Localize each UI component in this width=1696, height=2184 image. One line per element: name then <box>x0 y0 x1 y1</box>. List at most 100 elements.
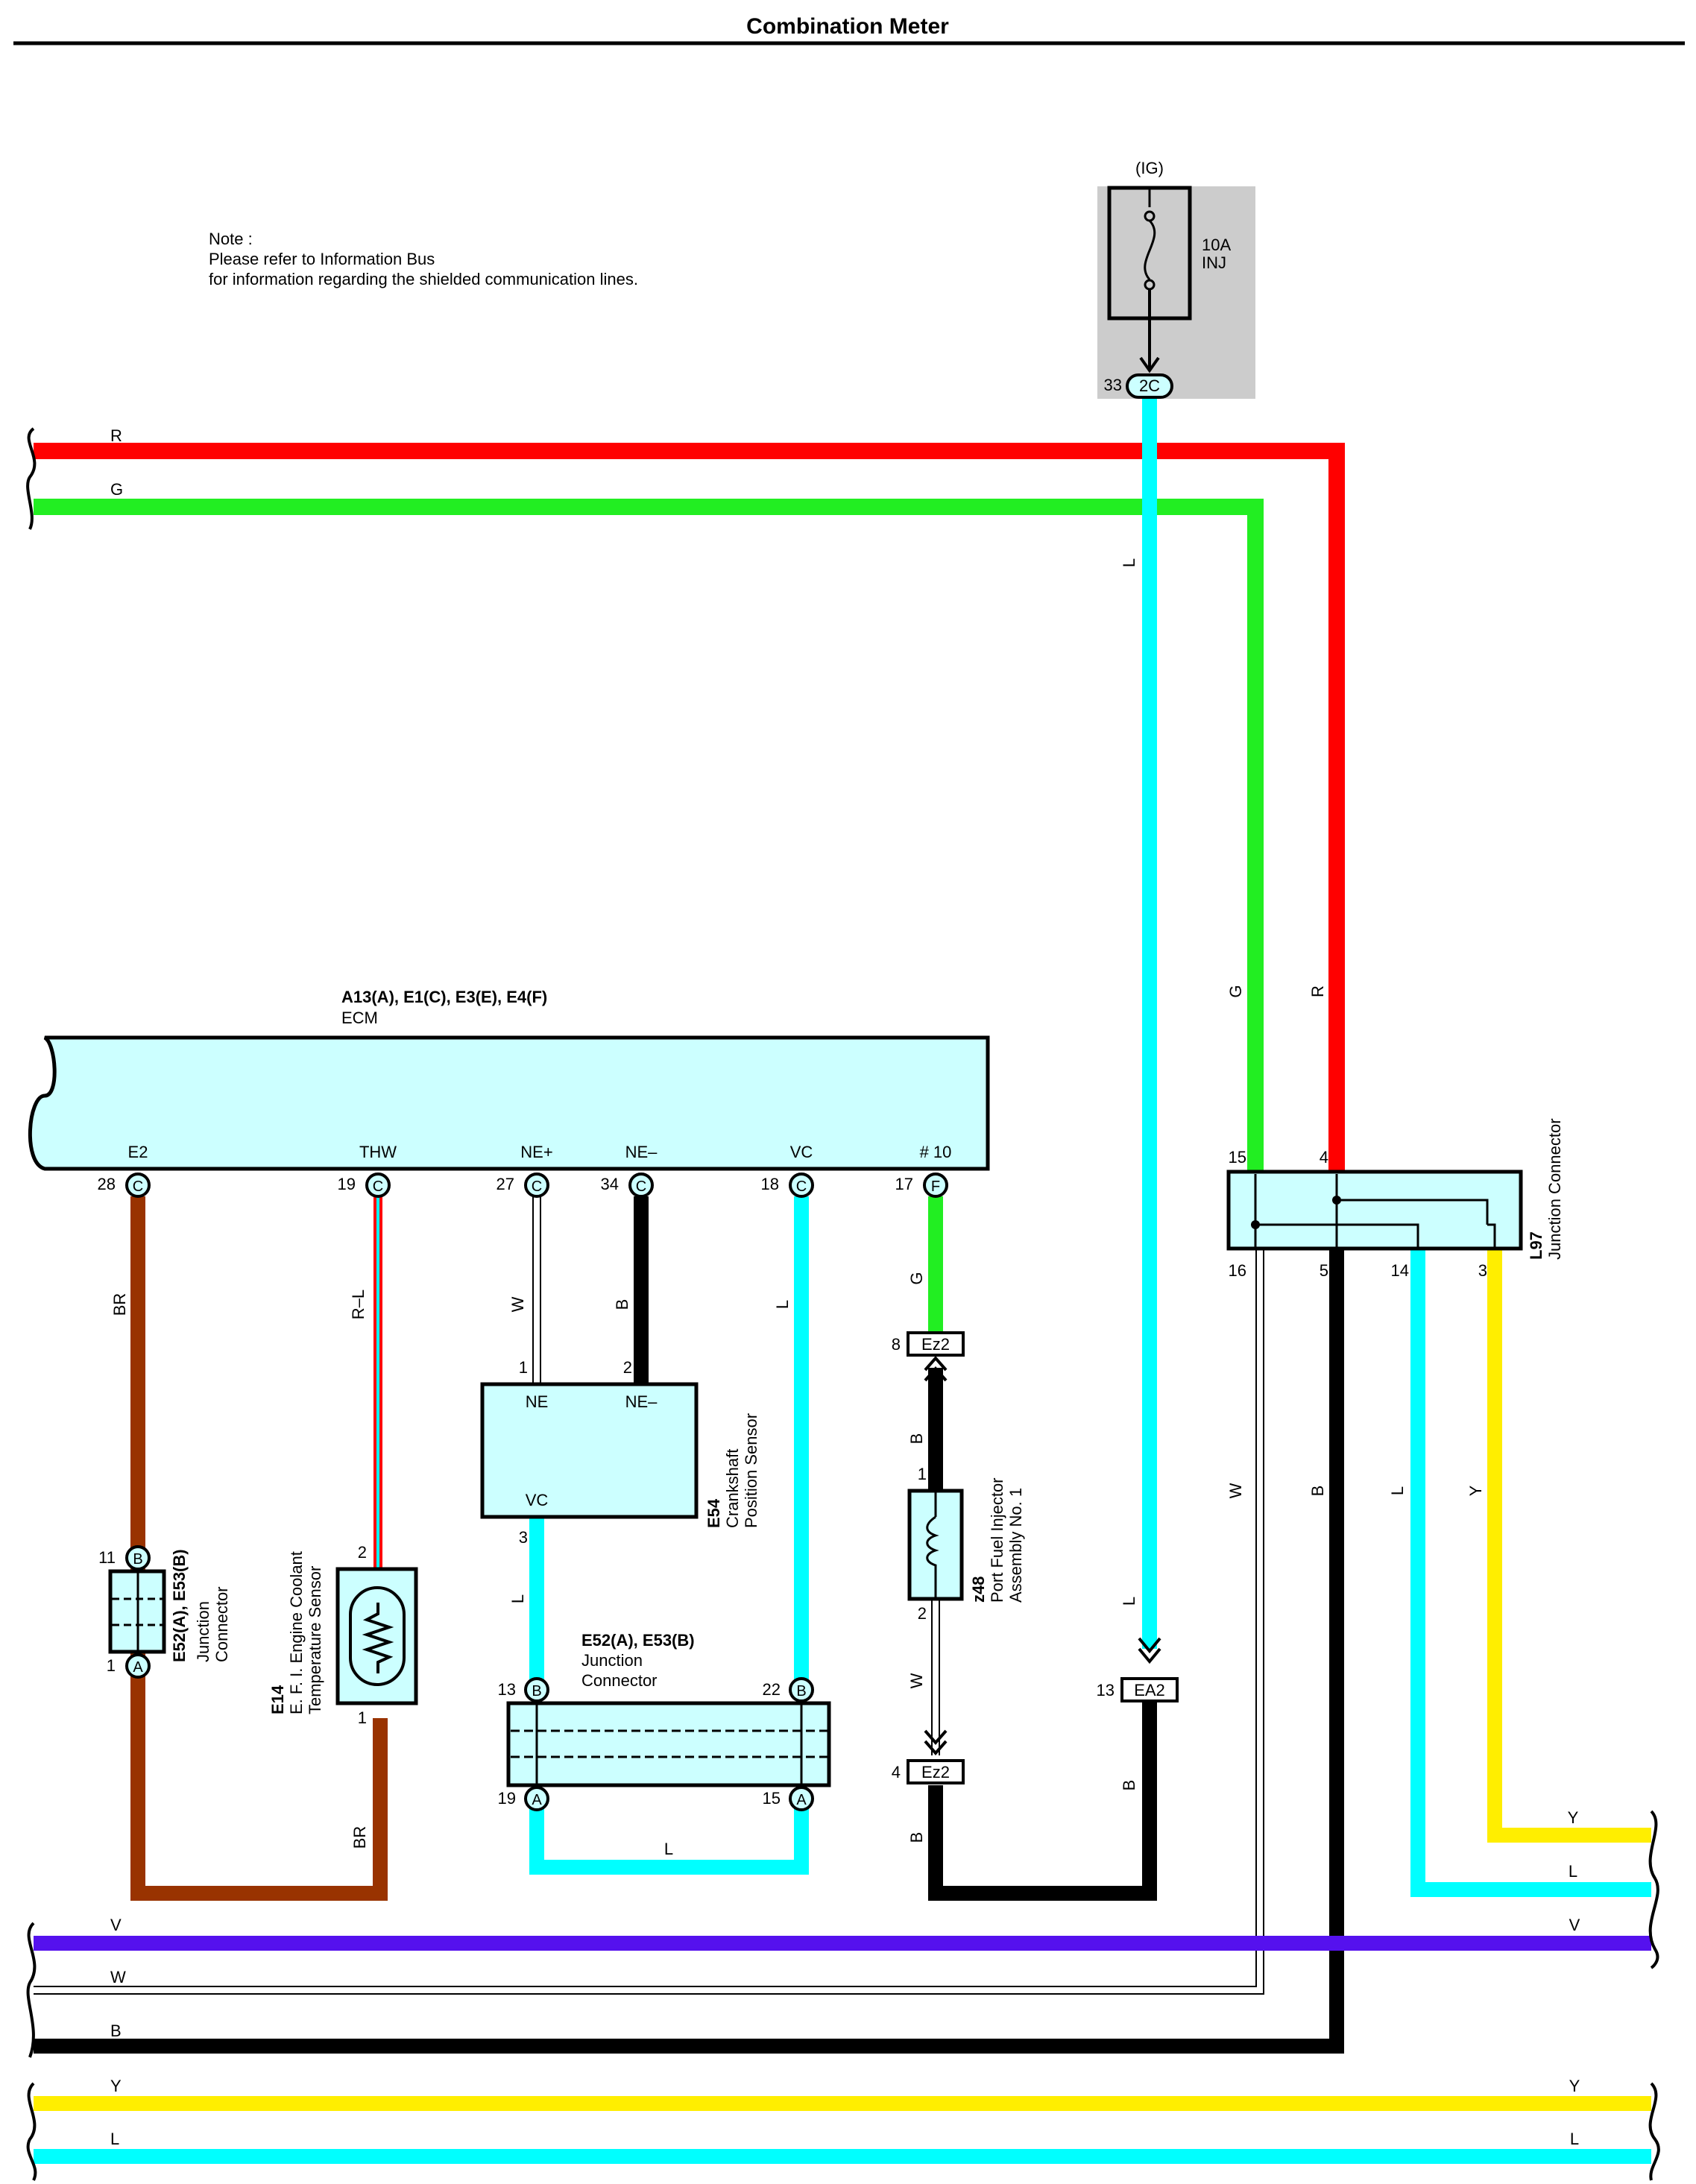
svg-text:B: B <box>796 1683 806 1699</box>
svg-text:A: A <box>532 1792 542 1808</box>
svg-text:3: 3 <box>1478 1261 1487 1280</box>
junction-connector-l97: 15 4 16 5 14 3 L97 Junction Connector <box>1226 1118 1564 1280</box>
svg-text:C: C <box>133 1178 143 1195</box>
svg-text:B: B <box>110 2022 122 2040</box>
svg-text:18: 18 <box>761 1175 779 1193</box>
svg-text:C: C <box>796 1178 807 1195</box>
svg-text:L: L <box>1570 2130 1579 2148</box>
svg-text:Crankshaft: Crankshaft <box>723 1449 742 1528</box>
svg-text:L: L <box>1388 1486 1407 1495</box>
wire-b-l97 <box>34 1249 1344 2054</box>
connector-ea2: EA2 13 <box>1097 1677 1179 1702</box>
svg-text:G: G <box>1226 985 1245 997</box>
svg-text:A: A <box>796 1792 807 1808</box>
svg-text:L: L <box>508 1594 527 1603</box>
svg-text:34: 34 <box>601 1175 619 1193</box>
svg-text:W: W <box>110 1968 126 1986</box>
svg-text:VC: VC <box>790 1143 813 1161</box>
svg-text:BR: BR <box>350 1826 369 1849</box>
svg-text:13: 13 <box>498 1680 516 1699</box>
svg-text:G: G <box>907 1272 926 1284</box>
svg-text:B: B <box>532 1683 541 1699</box>
svg-text:E. F. I. Engine Coolant: E. F. I. Engine Coolant <box>287 1551 306 1714</box>
ecm-terminal-ne-pos: NE+ 27 C <box>496 1143 553 1198</box>
svg-text:W: W <box>508 1296 527 1312</box>
svg-text:Assembly No. 1: Assembly No. 1 <box>1006 1488 1025 1603</box>
junction-connector-middle: B 13 B 22 A 19 A 15 E52(A), E53(B) Junct… <box>498 1631 831 1811</box>
svg-text:VC: VC <box>526 1491 549 1509</box>
svg-text:L: L <box>110 2130 119 2148</box>
svg-text:Temperature Sensor: Temperature Sensor <box>306 1566 324 1714</box>
svg-text:8: 8 <box>892 1335 901 1354</box>
svg-text:NE: NE <box>526 1392 549 1411</box>
junction-connector-left: B 11 A 1 E52(A), E53(B) Junction Connect… <box>98 1545 231 1679</box>
wire-w-l97 <box>34 1249 1264 1995</box>
svg-text:E54: E54 <box>704 1498 723 1528</box>
svg-text:for information regarding the: for information regarding the shielded c… <box>209 270 638 288</box>
svg-text:27: 27 <box>496 1175 514 1193</box>
svg-text:Y: Y <box>1568 1808 1579 1827</box>
ecm-terminal-thw: THW 19 C <box>338 1143 397 1198</box>
svg-text:L: L <box>1120 558 1138 567</box>
svg-text:C: C <box>636 1178 646 1195</box>
svg-text:1: 1 <box>918 1465 927 1483</box>
svg-text:3: 3 <box>519 1528 528 1547</box>
svg-text:2: 2 <box>918 1604 927 1623</box>
wire-y-l97 <box>1487 1249 1651 1843</box>
svg-text:B: B <box>133 1551 142 1568</box>
wire-l-loop <box>529 1804 809 1875</box>
svg-text:4: 4 <box>892 1763 901 1781</box>
svg-text:2: 2 <box>623 1358 632 1377</box>
svg-text:Note :: Note : <box>209 230 253 248</box>
svg-text:C: C <box>532 1178 542 1195</box>
fuse-icon <box>1144 219 1156 280</box>
svg-text:Connector: Connector <box>212 1586 231 1662</box>
svg-text:1: 1 <box>107 1656 116 1675</box>
svg-text:1: 1 <box>358 1708 367 1727</box>
resistor-icon <box>362 1603 394 1673</box>
svg-text:L97: L97 <box>1527 1231 1545 1260</box>
svg-text:Y: Y <box>1466 1485 1485 1496</box>
svg-text:11: 11 <box>98 1548 116 1567</box>
svg-text:Y: Y <box>110 2077 122 2095</box>
svg-text:28: 28 <box>98 1175 116 1193</box>
svg-text:INJ: INJ <box>1202 253 1226 272</box>
svg-text:(IG): (IG) <box>1135 159 1164 177</box>
svg-text:W: W <box>1226 1483 1245 1498</box>
svg-text:E2: E2 <box>128 1143 148 1161</box>
svg-text:E52(A), E53(B): E52(A), E53(B) <box>170 1549 189 1662</box>
svg-text:C: C <box>373 1178 383 1195</box>
svg-text:A: A <box>133 1659 143 1676</box>
svg-text:B: B <box>1120 1780 1138 1791</box>
svg-text:V: V <box>1569 1916 1580 1934</box>
svg-text:17: 17 <box>895 1175 913 1193</box>
chevron-down-icon <box>1139 356 1160 373</box>
connector-ez2-top: Ez2 8 <box>892 1331 965 1382</box>
wire-r <box>34 443 1345 1174</box>
wire-g <box>34 499 1264 1174</box>
ecm-terminal-e2: E2 28 C <box>98 1143 151 1198</box>
svg-text:22: 22 <box>763 1680 781 1699</box>
svg-text:10A: 10A <box>1202 236 1231 254</box>
svg-text:R: R <box>1308 985 1327 997</box>
svg-text:V: V <box>110 1916 122 1934</box>
svg-text:W: W <box>907 1673 926 1688</box>
svg-text:L: L <box>1120 1597 1138 1606</box>
svg-text:1: 1 <box>519 1358 528 1377</box>
svg-text:2: 2 <box>358 1543 367 1562</box>
svg-text:# 10: # 10 <box>920 1143 952 1161</box>
svg-text:ECM: ECM <box>341 1009 378 1027</box>
svg-text:Ez2: Ez2 <box>921 1335 950 1354</box>
svg-text:4: 4 <box>1320 1148 1328 1167</box>
svg-text:13: 13 <box>1097 1681 1115 1699</box>
svg-text:16: 16 <box>1229 1261 1246 1280</box>
note: Note : Please refer to Information Bus f… <box>209 230 638 288</box>
svg-text:NE–: NE– <box>625 1143 658 1161</box>
svg-text:Position Sensor: Position Sensor <box>742 1413 760 1528</box>
svg-text:15: 15 <box>1229 1148 1246 1167</box>
svg-text:Junction: Junction <box>581 1651 643 1670</box>
svg-text:B: B <box>907 1832 926 1843</box>
svg-text:THW: THW <box>359 1143 397 1161</box>
chevron-down-icon <box>924 1729 948 1756</box>
